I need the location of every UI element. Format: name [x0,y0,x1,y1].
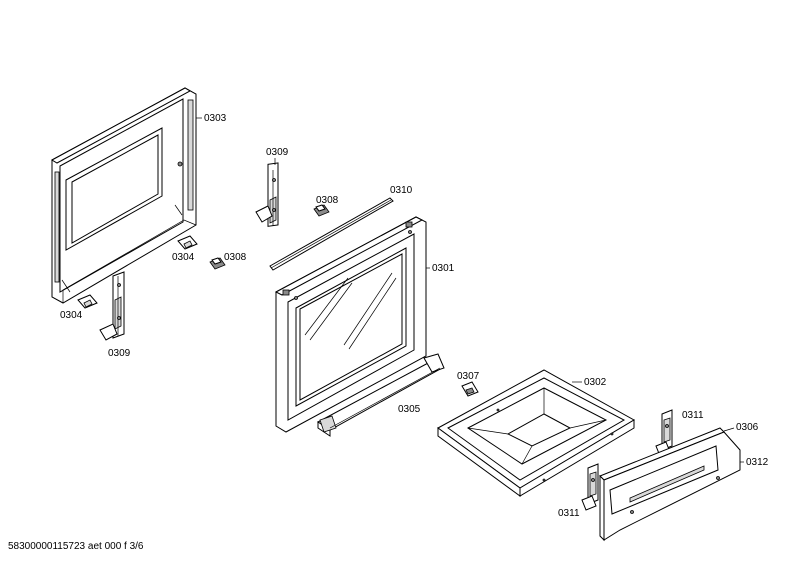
leader-0306 [723,427,735,432]
label-0312: 0312 [746,457,769,468]
part-0311-rail-right[interactable] [655,409,673,457]
label-0304-mid: 0304 [172,252,195,263]
part-0304-bracket-mid[interactable] [177,235,198,250]
part-0308-clip-mid[interactable] [209,257,226,270]
diagram-reference-code: 58300000115723 aet 000 f 3/6 [8,541,144,552]
part-0301-outer-door[interactable] [274,216,427,433]
label-0311-right: 0311 [682,410,704,421]
part-0305-door-handle[interactable] [317,353,445,437]
label-0308-top: 0308 [316,195,339,206]
part-0310-seal-strip[interactable] [269,197,394,271]
label-0308-mid: 0308 [224,252,247,263]
part-0309-hinge-left[interactable] [99,271,125,341]
label-0310: 0310 [390,185,413,196]
part-0308-clip-top[interactable] [313,204,330,217]
part-0303-inner-door-frame[interactable] [50,87,197,304]
part-0309-hinge-upper[interactable] [255,162,279,227]
label-0303: 0303 [204,113,227,124]
label-0306: 0306 [736,422,759,433]
part-0311-rail-left[interactable] [581,463,599,511]
label-0309-top: 0309 [266,147,289,158]
part-0307-clip[interactable] [461,381,479,397]
label-0302: 0302 [584,377,607,388]
label-0307: 0307 [457,371,480,382]
label-0309-left: 0309 [108,348,131,359]
part-0304-bracket-left[interactable] [77,294,98,309]
part-0306-drawer-front[interactable] [599,427,741,542]
label-0304-left: 0304 [60,310,83,321]
label-0311-left: 0311 [558,508,580,519]
label-0301: 0301 [432,263,455,274]
part-0302-baking-tray[interactable] [437,369,636,497]
label-0305: 0305 [398,404,421,415]
